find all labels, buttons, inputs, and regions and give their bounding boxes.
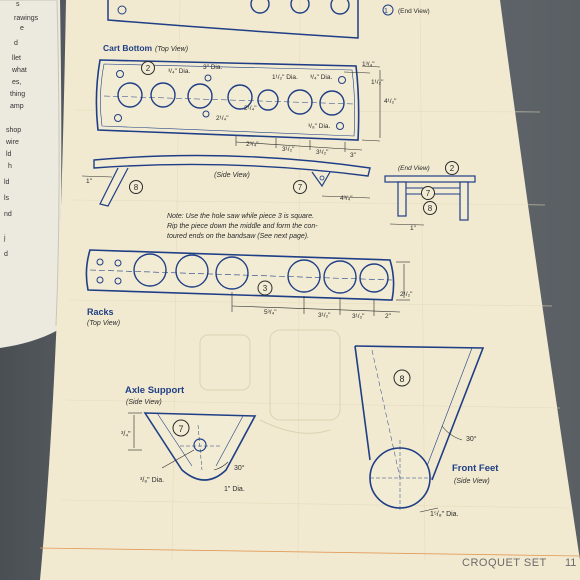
part-number: 1 — [384, 8, 388, 15]
left-frag: ls — [4, 195, 10, 202]
top-remnant: 1 (End View) — [107, 0, 430, 39]
axle-support-view: (Side View) — [126, 399, 162, 406]
left-frag: h — [8, 163, 12, 170]
dim-label: 3¹/₂" — [282, 146, 295, 153]
dim-label: 2" — [385, 313, 392, 320]
racks-title: Racks — [87, 307, 114, 317]
note-line: Rip the piece down the middle and form t… — [167, 223, 318, 230]
cart-bottom-view: (Top View) — [155, 46, 188, 53]
end-view-drawing: (End View) 2 7 8 1" — [384, 161, 476, 232]
dim-label: 30° — [466, 435, 477, 443]
left-frag: ld — [4, 179, 10, 186]
part-number: 7 — [426, 189, 431, 198]
dim-label: 1³/₄" — [362, 61, 375, 68]
side-view-label: (Side View) — [214, 172, 250, 179]
dim-label: 5³/₄" — [264, 309, 277, 316]
cart-bottom-drawing: Cart Bottom (Top View) 2 — [95, 43, 397, 159]
dim-label: ³/₈" Dia. — [140, 477, 164, 484]
dim-label: 3" — [350, 152, 357, 159]
left-page-edge — [0, 0, 60, 327]
side-view-drawing: (Side View) 1" 4³/₄" 8 7 — [81, 154, 371, 207]
dim-label: 30° — [234, 464, 245, 472]
dim-label: 1¹/₂" Dia. — [272, 74, 298, 81]
axle-support-drawing: Axle Support (Side View) 7 ³/₄" ³/₈" Dia… — [121, 385, 257, 493]
dim-label: 3¹/₂" — [352, 313, 365, 320]
racks-drawing: 3 Racks (Top View) 5³/₄" 3¹/₂" 3¹/₂" 2" … — [85, 249, 413, 327]
left-frag: what — [11, 67, 27, 74]
part-number: 3 — [263, 284, 268, 293]
left-frag: es, — [12, 79, 21, 86]
left-frag: e — [20, 25, 24, 32]
dim-label: 3¹/₂" — [316, 149, 329, 156]
dim-label: ³/₄" — [121, 431, 131, 438]
axle-support-title: Axle Support — [125, 385, 185, 396]
end-view-label: (End View) — [398, 8, 430, 15]
part-number: 2 — [450, 164, 455, 173]
left-frag: shop — [6, 127, 21, 134]
left-frag: rawings — [14, 15, 39, 22]
front-feet-drawing: 8 30° 1⁵/₈" Dia. Front Feet (Side View) — [354, 345, 499, 518]
note-line: toured ends on the bandsaw (See next pag… — [167, 233, 309, 240]
left-page — [0, 0, 62, 348]
front-feet-view: (Side View) — [454, 478, 490, 485]
left-page-text: s rawings e d llet what es, thing amp sh… — [3, 1, 39, 258]
dim-label: ³/₈" Dia. — [308, 123, 331, 130]
left-frag: thing — [10, 91, 25, 98]
bleed-through — [199, 329, 341, 434]
dim-label: 4³/₄" — [340, 195, 353, 202]
left-frag: nd — [4, 211, 12, 218]
footer: CROQUET SET 11 — [39, 547, 580, 569]
front-feet-title: Front Feet — [452, 463, 499, 474]
dim-label: 3" Dia. — [203, 64, 222, 71]
racks-view: (Top View) — [87, 320, 120, 327]
part-number: 8 — [399, 374, 404, 384]
left-frag: j — [3, 235, 6, 242]
dim-label: ³/₄" Dia. — [310, 74, 332, 81]
part-number: 8 — [428, 204, 433, 213]
dim-label: 1" — [86, 178, 93, 185]
cart-bottom-title: Cart Bottom — [103, 43, 153, 53]
note-line: Note: Use the hole saw while piece 3 is … — [167, 213, 314, 220]
part-number: 7 — [178, 424, 183, 434]
left-frag: s — [16, 1, 20, 8]
dim-label: ³/₄" Dia. — [168, 68, 190, 75]
part-number: 2 — [146, 64, 151, 73]
dim-label: 1⁵/₈" Dia. — [430, 511, 459, 518]
left-frag: wire — [5, 139, 19, 146]
dim-label: 2³/₄" — [246, 141, 259, 148]
note: Note: Use the hole saw while piece 3 is … — [167, 213, 318, 240]
part-number: 8 — [134, 183, 139, 192]
left-frag: ld — [6, 151, 12, 158]
footer-title: CROQUET SET — [462, 557, 547, 569]
left-frag: d — [14, 40, 18, 47]
dim-label: 2¹/₄" — [216, 115, 229, 122]
dim-label: 1¹/₂" — [371, 79, 384, 86]
part-number: 7 — [298, 183, 303, 192]
dim-label: 1" Dia. — [224, 486, 245, 493]
dim-label: 4¹/₂" — [384, 98, 397, 105]
dim-label: 1" — [410, 225, 417, 232]
dim-label: 2¹/₂" — [400, 291, 413, 298]
dim-label: 2¹/₄" — [244, 105, 257, 112]
left-frag: amp — [10, 103, 24, 110]
left-frag: d — [4, 251, 8, 258]
page-number: 11 — [565, 557, 576, 569]
left-frag: llet — [12, 55, 21, 62]
dim-label: 3¹/₂" — [318, 312, 331, 319]
end-view-label: (End View) — [398, 165, 430, 172]
